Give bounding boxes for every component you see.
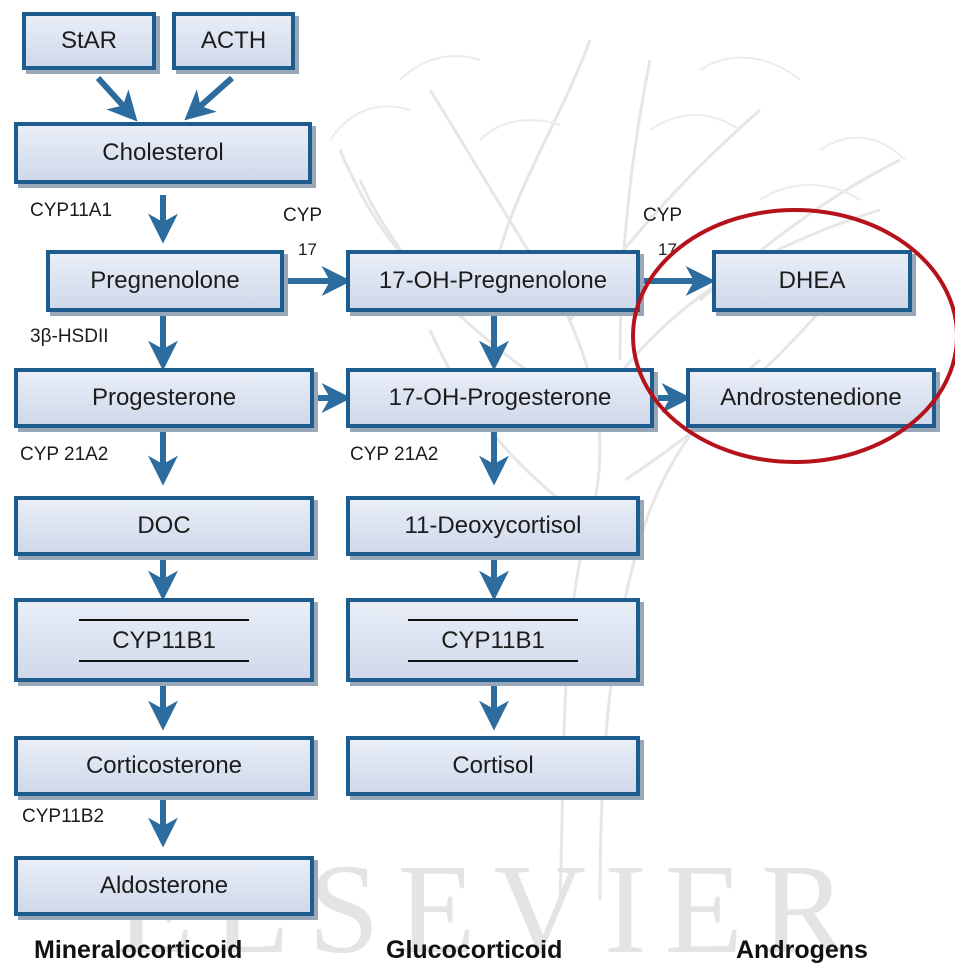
- deoxycortisol-box: 11-Deoxycortisol: [346, 496, 640, 556]
- arrow-star-to-cholesterol: [95, 75, 138, 122]
- progesterone-box: Progesterone: [14, 368, 314, 428]
- corticosterone-box: Corticosterone: [14, 736, 314, 796]
- overline: [408, 618, 578, 621]
- deoxycortisol-label: 11-Deoxycortisol: [404, 512, 582, 539]
- doc-box: DOC: [14, 496, 314, 556]
- cyp11b1-mid-label: CYP11B1: [441, 626, 545, 654]
- column-label-mineralocorticoid: Mineralocorticoid: [34, 936, 243, 964]
- column-label-androgens: Androgens: [736, 936, 868, 964]
- star-box: StAR: [22, 12, 156, 70]
- underline: [79, 659, 249, 662]
- enzyme-cyp17-a-bottom: 17: [298, 240, 317, 259]
- dhea-box: DHEA: [712, 250, 912, 312]
- cyp11b1-box-mid: CYP11B1: [346, 598, 640, 682]
- androstenedione-label: Androstenedione: [720, 384, 902, 411]
- cortisol-box: Cortisol: [346, 736, 640, 796]
- oh-progesterone-label: 17-OH-Progesterone: [388, 384, 612, 411]
- enzyme-cyp21a2-left: CYP 21A2: [20, 444, 109, 465]
- pregnenolone-box: Pregnenolone: [46, 250, 284, 312]
- androgens-highlight-ellipse: [631, 208, 955, 464]
- dhea-label: DHEA: [778, 267, 846, 294]
- acth-box: ACTH: [172, 12, 295, 70]
- oh-progesterone-box: 17-OH-Progesterone: [346, 368, 654, 428]
- androstenedione-box: Androstenedione: [686, 368, 936, 428]
- enzyme-cyp17-a-top: CYP: [283, 205, 323, 226]
- oh-pregnenolone-box: 17-OH-Pregnenolone: [346, 250, 640, 312]
- doc-label: DOC: [137, 512, 191, 539]
- acth-label: ACTH: [200, 27, 267, 54]
- cortisol-label: Cortisol: [452, 752, 534, 779]
- corticosterone-label: Corticosterone: [85, 752, 243, 779]
- pregnenolone-label: Pregnenolone: [90, 267, 240, 294]
- column-label-glucocorticoid: Glucocorticoid: [386, 936, 563, 964]
- star-label: StAR: [60, 27, 117, 54]
- enzyme-cyp17-b-top: CYP: [643, 205, 683, 226]
- overline: [79, 618, 249, 621]
- aldosterone-label: Aldosterone: [99, 872, 229, 899]
- arrow-acth-to-cholesterol: [184, 75, 234, 121]
- cyp11b1-left-label: CYP11B1: [112, 626, 216, 654]
- enzyme-cyp21a2-mid: CYP 21A2: [350, 444, 439, 465]
- progesterone-label: Progesterone: [91, 384, 237, 411]
- enzyme-3b-hsdii: 3β-HSDII: [30, 326, 109, 347]
- cholesterol-box: Cholesterol: [14, 122, 312, 184]
- underline: [408, 659, 578, 662]
- oh-pregnenolone-label: 17-OH-Pregnenolone: [378, 267, 608, 294]
- enzyme-cyp11a1: CYP11A1: [30, 200, 113, 221]
- cyp11b1-box-left: CYP11B1: [14, 598, 314, 682]
- aldosterone-box: Aldosterone: [14, 856, 314, 916]
- cholesterol-label: Cholesterol: [102, 139, 224, 166]
- enzyme-cyp11b2: CYP11B2: [22, 806, 105, 827]
